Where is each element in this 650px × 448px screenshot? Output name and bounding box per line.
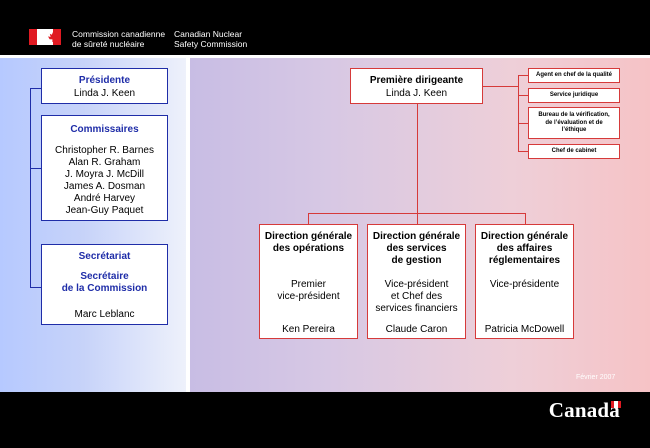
secretary-name: Marc Leblanc bbox=[74, 309, 135, 320]
staff-unit-chief-of-staff-box: Chef de cabinet bbox=[528, 144, 620, 159]
commissioner-name: James A. Dosman bbox=[63, 181, 146, 192]
staff-connector-3 bbox=[518, 123, 528, 124]
branch-title: Direction générale bbox=[372, 231, 461, 242]
commissioner-name: J. Moyra J. McDill bbox=[65, 169, 144, 180]
branch-regulatory-affairs-box: Direction générale des affaires réglemen… bbox=[475, 224, 574, 339]
org-name-fr-line2: de sûreté nucléaire bbox=[72, 39, 145, 49]
org-name-en: Canadian Nuclear Safety Commission bbox=[174, 29, 247, 49]
branch-title: des affaires bbox=[496, 243, 553, 254]
commissioners-box: Commissaires Christopher R. Barnes Alan … bbox=[41, 115, 168, 221]
commissioners-title: Commissaires bbox=[70, 124, 139, 135]
branch-title: Direction générale bbox=[264, 231, 353, 242]
canada-flag-icon bbox=[29, 29, 61, 45]
branch-head-name: Claude Caron bbox=[385, 324, 448, 335]
president-box: Présidente Linda J. Keen bbox=[41, 68, 168, 104]
branch-title: réglementaires bbox=[488, 255, 561, 266]
ceo-name: Linda J. Keen bbox=[385, 88, 448, 99]
president-title: Présidente bbox=[78, 75, 131, 86]
staff-connector-1 bbox=[518, 75, 528, 76]
branch-title: des services bbox=[386, 243, 447, 254]
commission-panel bbox=[0, 56, 186, 392]
staff-unit-label: Bureau de la vérification, bbox=[538, 112, 610, 118]
ceo-staff-connector bbox=[483, 86, 519, 87]
commissioner-name: Jean-Guy Paquet bbox=[65, 205, 144, 216]
branch-title: de gestion bbox=[391, 255, 442, 266]
branch-role: Vice-présidente bbox=[489, 279, 560, 290]
staff-connector-4 bbox=[518, 151, 528, 152]
staff-unit-label: l’éthique bbox=[561, 127, 587, 133]
wordmark-flag-icon bbox=[611, 401, 621, 408]
branch-title: Direction générale bbox=[480, 231, 569, 242]
left-connector-1 bbox=[30, 88, 41, 89]
org-name-fr-line1: Commission canadienne bbox=[72, 29, 166, 39]
org-name-en-line1: Canadian Nuclear bbox=[174, 29, 243, 39]
staff-unit-label: Agent en chef de la qualité bbox=[535, 72, 612, 78]
staff-unit-audit-box: Bureau de la vérification, de l’évaluati… bbox=[528, 107, 620, 139]
staff-unit-quality-box: Agent en chef de la qualité bbox=[528, 68, 620, 83]
staff-unit-legal-box: Service juridique bbox=[528, 88, 620, 103]
secretariat-box: Secrétariat Secrétaire de la Commission … bbox=[41, 244, 168, 325]
canada-wordmark: Canada bbox=[548, 398, 620, 422]
ceo-box: Première dirigeante Linda J. Keen bbox=[350, 68, 483, 104]
branch-role: services financiers bbox=[375, 303, 458, 314]
branch-drop-2 bbox=[417, 213, 418, 224]
header-bar bbox=[0, 0, 650, 55]
branch-role: Premier bbox=[290, 279, 326, 290]
commissioner-name: Alan R. Graham bbox=[68, 157, 141, 168]
secretary-role-line2: de la Commission bbox=[61, 283, 148, 294]
left-bracket-line bbox=[30, 88, 31, 287]
left-connector-3 bbox=[30, 287, 41, 288]
branch-role: Vice-président bbox=[384, 279, 449, 290]
ceo-title: Première dirigeante bbox=[369, 75, 464, 86]
staff-unit-label: Chef de cabinet bbox=[551, 148, 597, 154]
branch-operations-box: Direction générale des opérations Premie… bbox=[259, 224, 358, 339]
branch-management-services-box: Direction générale des services de gesti… bbox=[367, 224, 466, 339]
staff-unit-label: de l’évaluation et de bbox=[545, 119, 603, 126]
staff-unit-label: Service juridique bbox=[549, 92, 599, 98]
org-name-fr: Commission canadienne de sûreté nucléair… bbox=[72, 29, 165, 49]
branch-role: vice-président bbox=[277, 291, 340, 302]
secretary-role-line1: Secrétaire bbox=[80, 271, 129, 282]
staff-connector-2 bbox=[518, 95, 528, 96]
branch-title: des opérations bbox=[272, 243, 345, 254]
branch-drop-3 bbox=[525, 213, 526, 224]
commissioner-name: Christopher R. Barnes bbox=[55, 145, 154, 156]
branch-role: et Chef des bbox=[390, 291, 443, 302]
branch-head-name: Patricia McDowell bbox=[484, 324, 565, 335]
secretariat-title: Secrétariat bbox=[78, 251, 131, 262]
commissioner-name: André Harvey bbox=[73, 193, 136, 204]
org-name-en-line2: Safety Commission bbox=[174, 39, 248, 49]
president-name: Linda J. Keen bbox=[73, 88, 136, 99]
branch-head-name: Ken Pereira bbox=[282, 324, 335, 335]
footer-bar bbox=[0, 392, 650, 448]
branch-drop-1 bbox=[308, 213, 309, 224]
chart-date: Février 2007 bbox=[576, 374, 616, 381]
ceo-branch-trunk bbox=[417, 104, 418, 214]
staff-bracket-line bbox=[518, 75, 519, 151]
left-connector-2 bbox=[30, 168, 41, 169]
